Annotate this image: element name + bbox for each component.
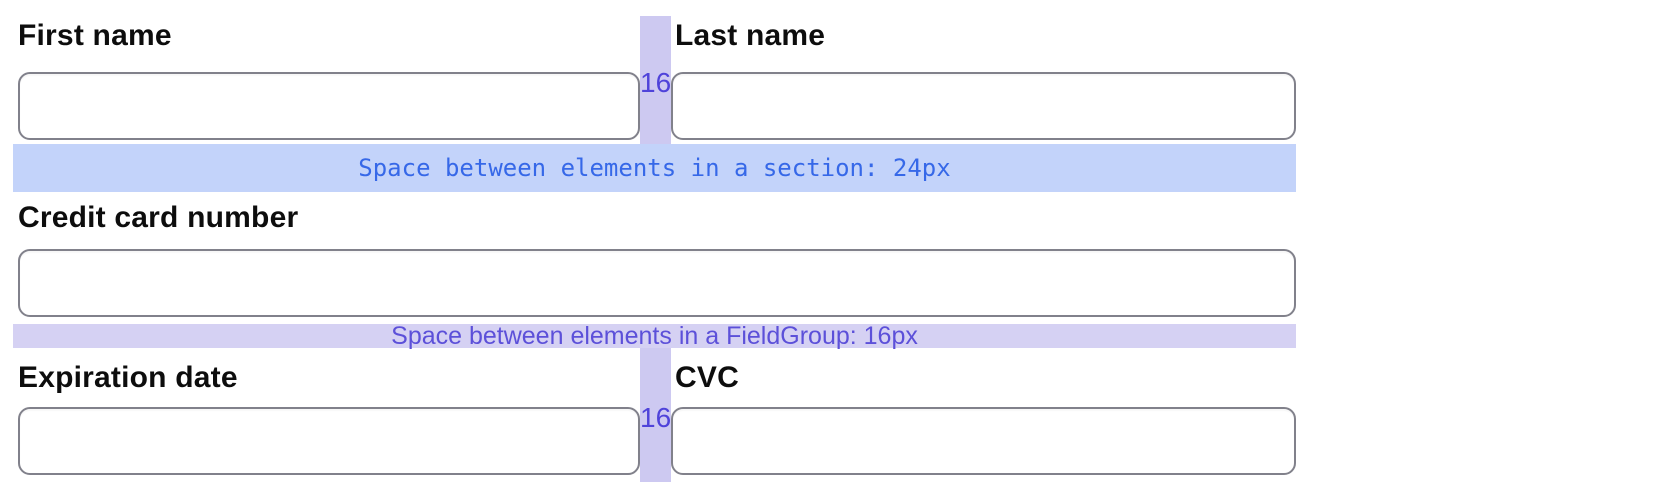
expiration-date-label: Expiration date [18, 361, 238, 394]
last-name-label: Last name [675, 19, 826, 52]
first-name-label: First name [18, 19, 172, 52]
credit-card-number-label: Credit card number [18, 201, 299, 234]
section-spacing-text: Space between elements in a section: 24p… [358, 154, 951, 182]
column-gap-band-row1 [640, 16, 671, 144]
last-name-input[interactable] [671, 72, 1296, 140]
gap-size-label-row3: 16 [640, 402, 672, 433]
column-gap-band-row3 [640, 348, 671, 482]
credit-card-number-input[interactable] [18, 249, 1296, 317]
fieldgroup-spacing-band: Space between elements in a FieldGroup: … [13, 321, 1296, 350]
first-name-input[interactable] [18, 72, 640, 140]
cvc-input[interactable] [671, 407, 1296, 475]
section-spacing-band: Space between elements in a section: 24p… [13, 144, 1296, 192]
gap-size-label-row1: 16 [640, 67, 672, 98]
expiration-date-input[interactable] [18, 407, 640, 475]
cvc-label: CVC [675, 361, 739, 394]
fieldgroup-spacing-text: Space between elements in a FieldGroup: … [391, 321, 918, 350]
